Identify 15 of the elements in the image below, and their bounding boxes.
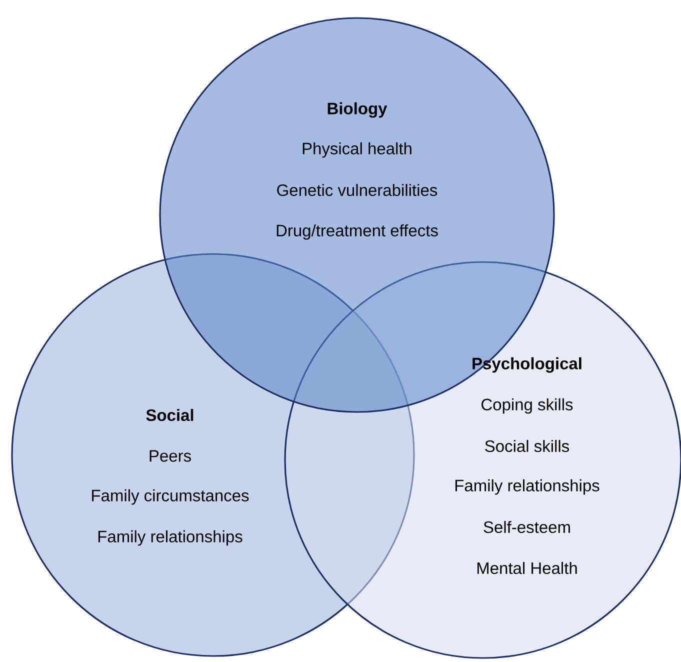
factor-text: Mental Health: [477, 562, 577, 574]
circle-heading: Biology: [328, 102, 388, 118]
factor-text: Drug/treatment effects: [276, 224, 438, 240]
factor-text: Coping skills: [482, 398, 573, 414]
factor-text: Family circumstances: [92, 489, 249, 505]
factor-text: Genetic vulnerabilities: [277, 184, 438, 196]
factor-text: Family relationships: [98, 530, 242, 546]
factor-text: Family relationships: [455, 479, 600, 495]
factor-text: Physical health: [302, 142, 412, 158]
factor-text: Social skills: [485, 440, 569, 452]
factor-text: Peers: [150, 450, 191, 462]
factor-text: Self-esteem: [484, 520, 570, 534]
venn-circle: [284, 261, 681, 659]
circle-heading: Social: [146, 408, 194, 422]
venn-circle: [11, 253, 415, 657]
